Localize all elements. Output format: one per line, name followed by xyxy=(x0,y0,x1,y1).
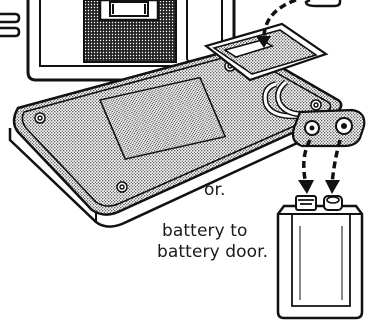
battery-compartment xyxy=(203,22,329,82)
insert-arrow xyxy=(256,0,297,48)
battery-terminal-positive xyxy=(323,195,343,211)
bottom-label-panel xyxy=(98,76,227,160)
battery-snap-connector xyxy=(262,79,366,148)
connect-arrows xyxy=(298,139,342,194)
device-front-panel xyxy=(26,0,236,82)
side-slots xyxy=(0,12,21,38)
screw-holes xyxy=(34,60,322,193)
battery-9v xyxy=(276,195,364,320)
device-body xyxy=(8,47,343,228)
caption-line-1: or. xyxy=(204,180,226,200)
caption-line-2: battery to xyxy=(162,221,248,241)
caption-line-3: battery door. xyxy=(157,242,269,262)
battery-terminal-negative xyxy=(295,195,317,211)
corner-piece xyxy=(304,0,342,8)
